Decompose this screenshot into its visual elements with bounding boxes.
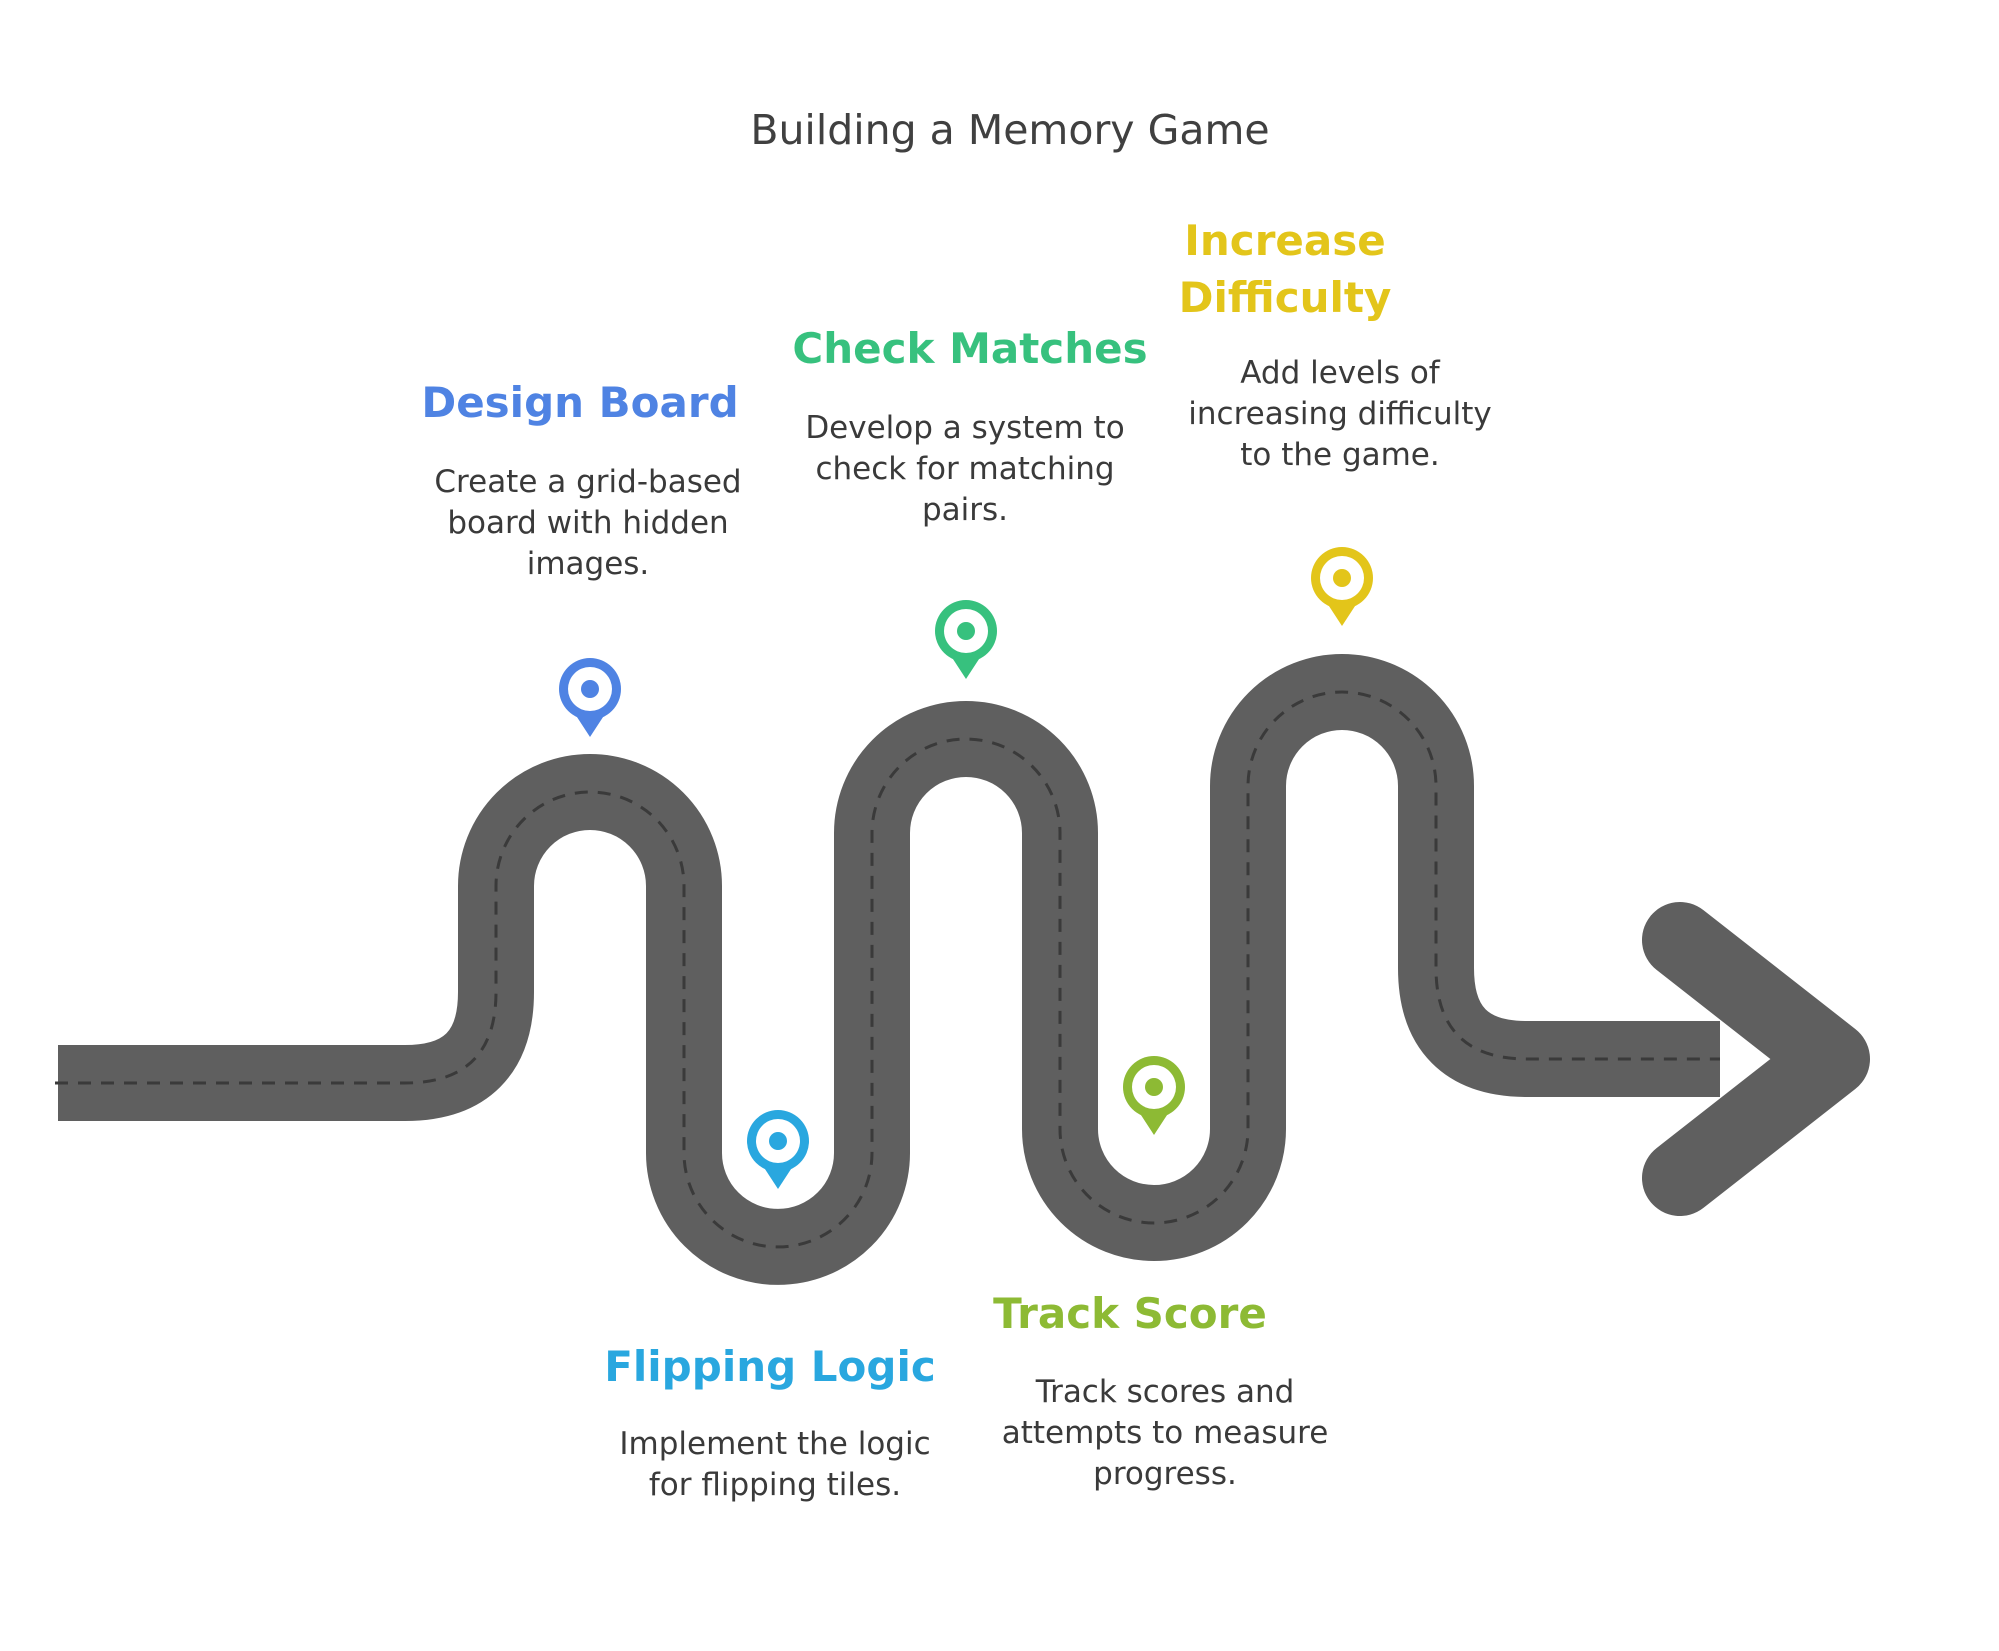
diagram-title: Building a Memory Game <box>750 106 1270 154</box>
road <box>58 654 1720 1285</box>
flipping-logic-pin-icon <box>747 1110 809 1189</box>
design-board-pin-icon <box>559 658 621 737</box>
check-matches-pin-icon <box>935 600 997 679</box>
track-score-pin-icon <box>1123 1056 1185 1135</box>
check-matches-title: Check Matches <box>792 324 1148 373</box>
road-arrowhead <box>1642 902 1870 1216</box>
flipping-logic-description: Implement the logic for flipping tiles. <box>619 1426 931 1503</box>
design-board-title: Design Board <box>421 378 739 427</box>
track-score-title: Track Score <box>993 1289 1267 1338</box>
flipping-logic-title: Flipping Logic <box>604 1342 936 1391</box>
design-board-description: Create a grid-based board with hidden im… <box>434 464 742 582</box>
check-matches-description: Develop a system to check for matching p… <box>805 410 1125 528</box>
road-center-line <box>55 690 1720 1249</box>
increase-difficulty-title: Increase Difficulty <box>1178 216 1392 322</box>
increase-difficulty-description: Add levels of increasing difficulty to t… <box>1188 355 1492 473</box>
track-score-description: Track scores and attempts to measure pro… <box>1001 1374 1329 1492</box>
increase-difficulty-pin-icon <box>1311 547 1373 626</box>
